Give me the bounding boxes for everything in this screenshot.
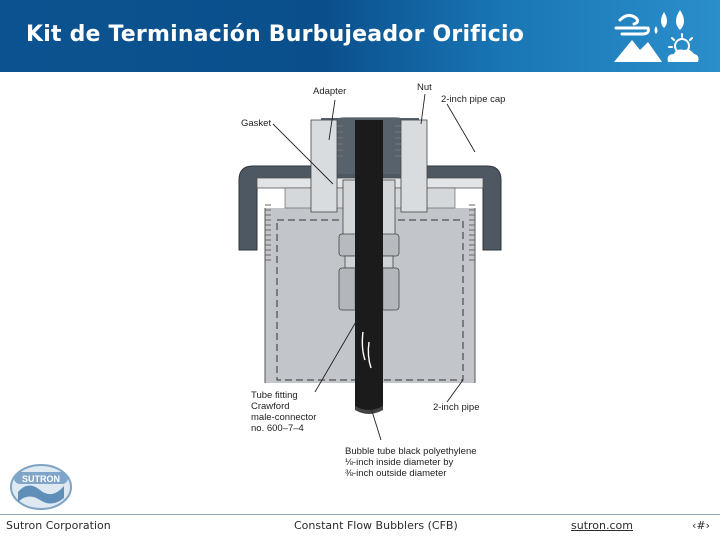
pipe-threads-left bbox=[265, 204, 271, 261]
slide-title: Kit de Terminación Burbujeador Orificio bbox=[26, 22, 525, 47]
sutron-logo-text: SUTRON bbox=[22, 474, 60, 484]
cross-section-drawing bbox=[238, 93, 502, 441]
weather-icons-logo bbox=[614, 10, 699, 62]
raindrop-icon bbox=[661, 12, 667, 28]
label-nut: Nut bbox=[417, 82, 432, 93]
label-adapter: Adapter bbox=[313, 86, 347, 97]
mountain-icon bbox=[614, 40, 662, 62]
adapter-right bbox=[400, 119, 428, 213]
slide-footer bbox=[0, 514, 720, 541]
raindrop-icon bbox=[676, 10, 684, 30]
slide-header: Kit de Terminación Burbujeador Orificio bbox=[0, 0, 720, 72]
sun-cloud-icon bbox=[667, 33, 699, 62]
footer-page-number: ‹#› bbox=[692, 519, 711, 532]
label-gasket: Gasket bbox=[241, 118, 272, 129]
pipe-threads-right bbox=[469, 204, 475, 261]
label-bubble-tube: Bubble tube black polyethylene ⅛-inch in… bbox=[345, 446, 477, 479]
label-pipe-cap: 2-inch pipe cap bbox=[441, 94, 506, 105]
sutron-logo: SUTRON bbox=[10, 464, 72, 510]
footer-website-link[interactable]: sutron.com bbox=[571, 519, 633, 532]
bubble-tube bbox=[355, 120, 383, 410]
footer-topic: Constant Flow Bubblers (CFB) bbox=[294, 519, 458, 532]
label-pipe: 2-inch pipe bbox=[433, 402, 480, 413]
footer-company: Sutron Corporation bbox=[6, 519, 111, 532]
bubbler-diagram: Adapter Nut 2-inch pipe cap Gasket Tube … bbox=[225, 80, 515, 490]
label-tube-fitting: Tube fitting Crawford male-connector no.… bbox=[251, 390, 317, 434]
wind-icon bbox=[614, 13, 650, 36]
